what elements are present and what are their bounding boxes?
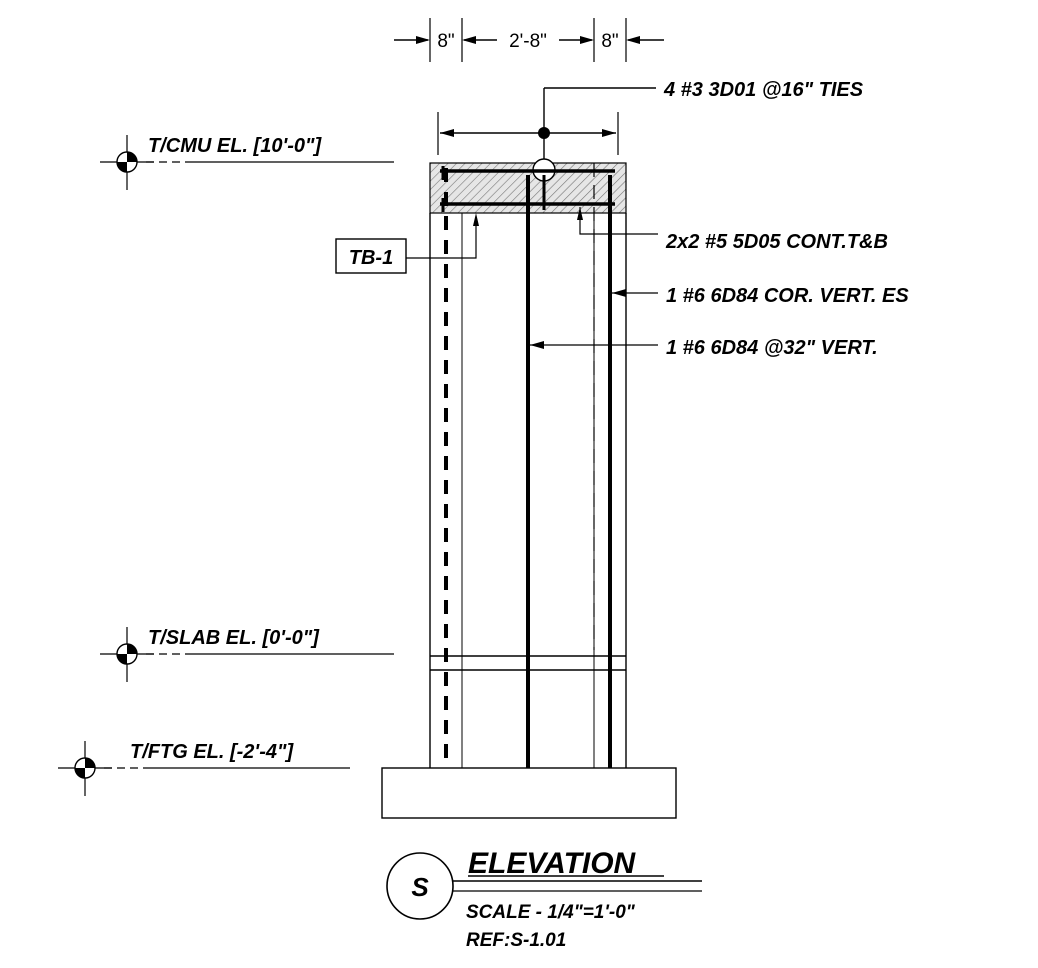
detail-symbol-circle bbox=[386, 852, 454, 920]
level-slab-label: T/SLAB EL. [0'-0"] bbox=[148, 627, 320, 649]
bond-beam-bars-label: 2x2 #5 5D05 CONT.T&B bbox=[665, 231, 888, 253]
ref-label: REF:S-1.01 bbox=[466, 930, 566, 951]
title-label: ELEVATION bbox=[468, 847, 637, 880]
corner-vert-callout: 1 #6 6D84 COR. VERT. ES bbox=[612, 285, 909, 307]
tb1-box bbox=[335, 238, 407, 274]
ties-callout: 4 #3 3D01 @16" TIES bbox=[437, 79, 864, 170]
dim-middle-label: 2'-8" bbox=[509, 31, 547, 52]
level-footing: T/FTG EL. [-2'-4"] bbox=[58, 741, 350, 796]
level-cmu-label: T/CMU EL. [10'-0"] bbox=[148, 135, 322, 157]
ties-label: 4 #3 3D01 @16" TIES bbox=[663, 79, 864, 101]
dim-right-label: 8" bbox=[601, 31, 618, 52]
tb1-label: TB-1 bbox=[349, 247, 393, 269]
tb1-tag: TB-1 bbox=[335, 213, 479, 274]
field-vert-callout: 1 #6 6D84 @32" VERT. bbox=[530, 337, 878, 359]
bond-beam-bars-callout: 2x2 #5 5D05 CONT.T&B bbox=[577, 207, 888, 253]
dim-left-label: 8" bbox=[437, 31, 454, 52]
field-vert-label: 1 #6 6D84 @32" VERT. bbox=[666, 337, 878, 359]
dim-arrow bbox=[440, 129, 454, 137]
detail-symbol-label: S bbox=[411, 872, 429, 902]
footing bbox=[381, 767, 677, 819]
dim-arrow bbox=[626, 36, 640, 44]
dim-arrow bbox=[462, 36, 476, 44]
level-cmu: T/CMU EL. [10'-0"] bbox=[100, 135, 394, 190]
top-dimension-string: 8" 2'-8" 8" bbox=[394, 18, 664, 62]
level-slab: T/SLAB EL. [0'-0"] bbox=[100, 627, 394, 682]
corner-vert-label: 1 #6 6D84 COR. VERT. ES bbox=[666, 285, 909, 307]
scale-label: SCALE - 1/4"=1'-0" bbox=[466, 902, 636, 923]
level-footing-label: T/FTG EL. [-2'-4"] bbox=[130, 741, 294, 763]
dim-arrow bbox=[602, 129, 616, 137]
title-block: S ELEVATION SCALE - 1/4"=1'-0" REF:S-1.0… bbox=[386, 847, 702, 951]
dim-arrow bbox=[416, 36, 430, 44]
dim-arrow bbox=[580, 36, 594, 44]
